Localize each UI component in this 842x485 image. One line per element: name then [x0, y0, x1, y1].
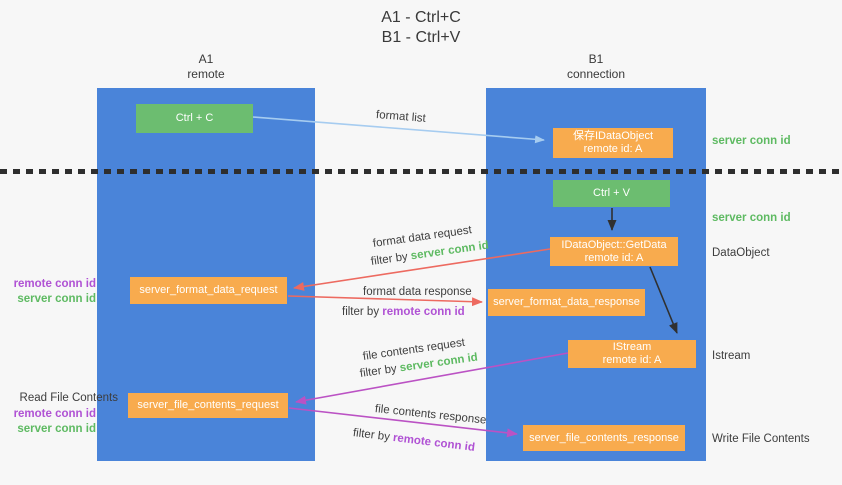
arrow-file-contents-response — [288, 407, 518, 438]
diagram-title: A1 - Ctrl+C B1 - Ctrl+V — [0, 8, 842, 48]
node-server-format-data-response: server_format_data_response — [488, 289, 645, 316]
title-line-2: B1 - Ctrl+V — [381, 29, 461, 46]
server-conn-id-text: server conn id — [17, 293, 96, 305]
column-a1-name: A1 — [198, 52, 214, 66]
remote-conn-id-text: remote conn id — [13, 278, 96, 290]
label-format-data-response: format data response — [363, 286, 472, 298]
column-b1-subtitle: connection — [566, 67, 626, 81]
node-ctrl-v: Ctrl + V — [553, 180, 670, 207]
node-idataobject-getdata: IDataObject::GetData remote id: A — [550, 237, 678, 266]
left-conn-ids-file: remote conn id server conn id — [0, 407, 96, 437]
remote-conn-id-text: remote conn id — [382, 306, 465, 318]
node-istream-title: IStream — [612, 341, 652, 353]
right-server-conn-id-2: server conn id — [712, 212, 791, 224]
node-file-response-label: server_file_contents_response — [529, 431, 679, 444]
column-a1-subtitle: remote — [187, 67, 225, 81]
remote-conn-id-text: remote conn id — [13, 408, 96, 420]
read-file-contents-label: Read File Contents — [19, 392, 118, 404]
node-save-idataobject-title: 保存IDataObject — [572, 130, 654, 142]
arrow-format-list — [252, 116, 545, 144]
column-header-a1: A1 remote — [136, 52, 276, 82]
write-file-contents-label: Write File Contents — [712, 433, 810, 445]
node-save-idataobject-remote-id: remote id: A — [583, 143, 643, 155]
arrow-format-data-request — [293, 248, 551, 291]
istream-label: Istream — [712, 350, 751, 362]
left-conn-ids-format: remote conn id server conn id — [0, 277, 96, 307]
right-server-conn-id-1: server conn id — [712, 135, 791, 147]
node-save-idataobject: 保存IDataObject remote id: A — [553, 128, 673, 158]
node-format-response-label: server_format_data_response — [493, 296, 640, 308]
node-getdata-title: IDataObject::GetData — [561, 238, 667, 251]
node-ctrl-v-label: Ctrl + V — [593, 187, 630, 199]
title-line-1: A1 - Ctrl+C — [381, 9, 461, 26]
label-filter-by-remote-conn-id-1: filter by remote conn id — [342, 306, 465, 318]
node-istream: IStream remote id: A — [568, 340, 696, 368]
column-header-b1: B1 connection — [526, 52, 666, 82]
node-server-file-contents-request: server_file_contents_request — [128, 393, 288, 418]
node-file-request-label: server_file_contents_request — [137, 399, 279, 411]
arrow-format-data-response — [287, 295, 483, 307]
node-server-format-data-request: server_format_data_request — [130, 277, 287, 304]
node-format-request-label: server_format_data_request — [139, 284, 278, 296]
node-ctrl-c-label: Ctrl + C — [175, 112, 214, 124]
server-conn-id-text: server conn id — [17, 423, 96, 435]
node-ctrl-c: Ctrl + C — [136, 104, 253, 133]
dataobject-label: DataObject — [712, 247, 770, 259]
arrow-file-contents-request — [295, 352, 569, 405]
column-b1-name: B1 — [588, 52, 604, 66]
node-getdata-remote-id: remote id: A — [584, 251, 644, 264]
session-divider-line — [0, 169, 842, 174]
node-istream-remote-id: remote id: A — [602, 354, 662, 366]
arrow-getdata-to-istream — [649, 266, 678, 334]
node-server-file-contents-response: server_file_contents_response — [523, 425, 685, 451]
